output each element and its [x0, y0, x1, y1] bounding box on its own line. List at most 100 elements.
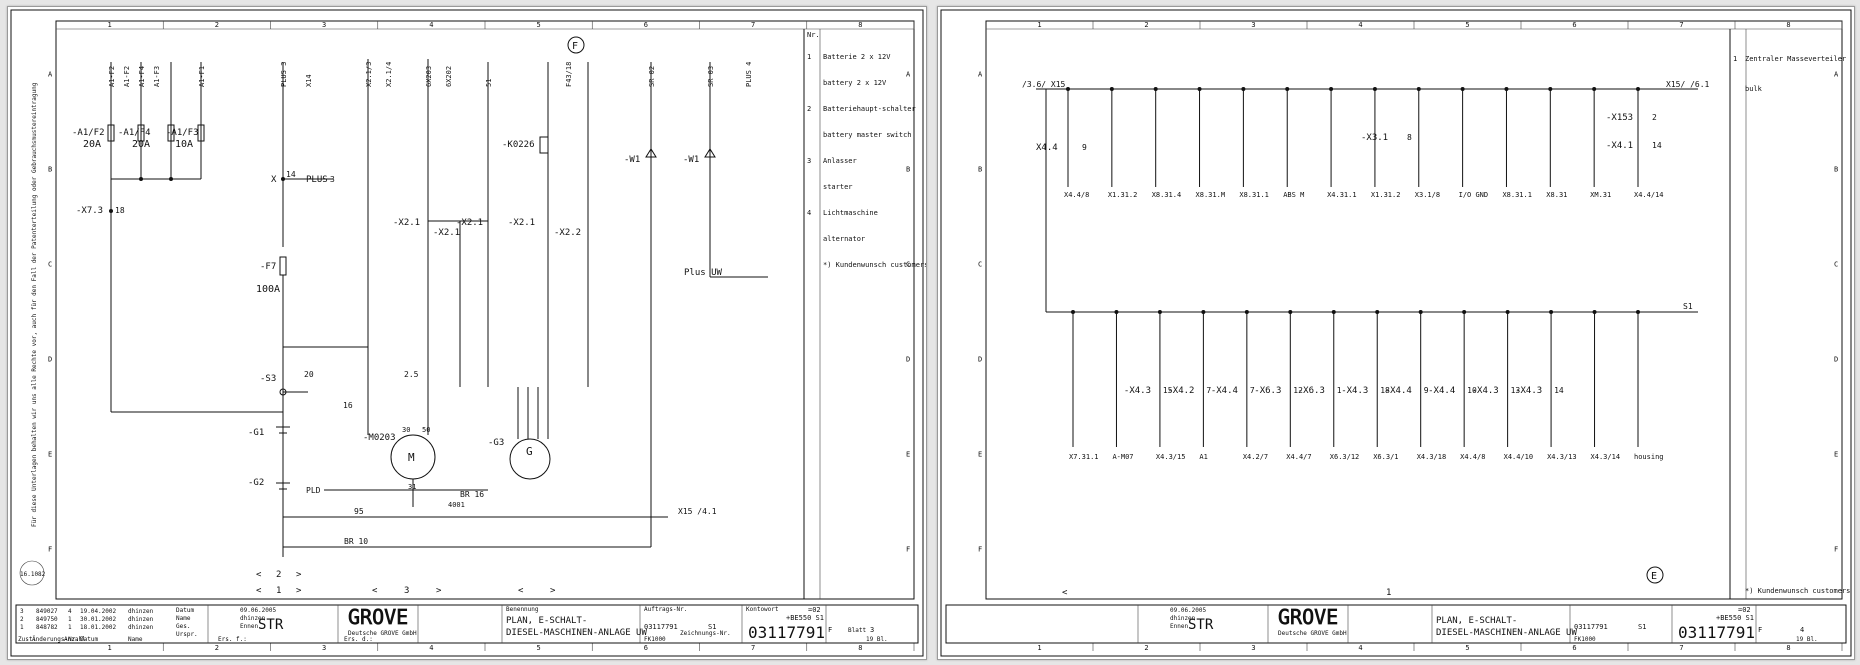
- benennung-label: Benennung: [506, 606, 539, 613]
- company-name: Deutsche GROVE GmbH: [348, 630, 417, 637]
- row-letter: B: [48, 166, 52, 174]
- fuse-a1-f3: [167, 124, 175, 142]
- wire-tag: 6X202: [445, 66, 453, 87]
- column-number-bottom: 4: [1358, 644, 1362, 652]
- page-nav-marker: 2: [276, 570, 281, 580]
- row-letter: C: [978, 261, 982, 269]
- row-letter: A: [48, 71, 53, 79]
- page-nav-marker[interactable]: >: [296, 570, 302, 580]
- row-letter: F: [978, 546, 982, 554]
- column-number-bottom: 5: [1465, 644, 1469, 652]
- revision-cell: 849027: [36, 608, 58, 615]
- wire-tag: X2.1/3: [365, 62, 373, 87]
- wire-tag: A1-F1: [198, 66, 206, 87]
- wire-tag: X14: [305, 74, 313, 87]
- revision-cell: 1: [20, 624, 24, 631]
- column-number: 2: [215, 21, 219, 29]
- row-letter: D: [978, 356, 982, 364]
- connector-pin: 7: [1250, 386, 1255, 395]
- column-number: 8: [1786, 21, 1790, 29]
- terminal-plus-pin: 3: [330, 175, 335, 184]
- company-name: Deutsche GROVE GmbH: [1278, 630, 1347, 637]
- revision-cell: 1: [68, 624, 72, 631]
- fk-code: FK1000: [644, 636, 666, 643]
- drawing-date: 09.06.2005: [1170, 607, 1207, 614]
- outer-frame: [940, 9, 1852, 657]
- terminal-plus-uw: Plus UW: [684, 268, 723, 278]
- connector-label: -X6.3: [1254, 386, 1281, 396]
- terminal-x2-1-c: -X2.1: [456, 218, 483, 228]
- column-number: 2: [1144, 21, 1148, 29]
- bus-s1: S1: [1683, 302, 1693, 311]
- column-number: 3: [322, 21, 326, 29]
- sheet-total: 19 Bl.: [866, 636, 888, 643]
- page-nav-marker[interactable]: >: [436, 586, 442, 596]
- terminal-x-pin: 14: [286, 170, 296, 179]
- legend-text: battery master switch: [823, 131, 912, 139]
- sheet-number: 4: [1800, 626, 1804, 634]
- alternator-symbol: G: [526, 445, 533, 458]
- column-number-bottom: 7: [751, 644, 755, 652]
- revision-cell: 30.01.2002: [80, 616, 117, 623]
- row-letter: E: [978, 451, 982, 459]
- page-nav-marker[interactable]: <: [518, 586, 524, 596]
- ges-label: Ges.: [176, 623, 190, 630]
- fuse-value-f2: 20A: [83, 139, 101, 150]
- legend-text: Anlasser: [823, 157, 857, 165]
- revision-header: Zust.: [18, 636, 36, 643]
- fuse-label-f2: -A1/F2: [72, 128, 105, 138]
- inner-frame: [985, 20, 1843, 600]
- drawing-number: 03117791: [1678, 623, 1755, 642]
- column-number: 6: [1572, 21, 1576, 29]
- row-letter-right: F: [906, 546, 910, 554]
- terminal-x7-3: -X7.3: [76, 206, 103, 216]
- page-nav-marker[interactable]: <: [256, 570, 262, 580]
- diode-label-w1-a: -W1: [624, 155, 640, 165]
- page-nav-marker[interactable]: >: [550, 586, 556, 596]
- title-block-frame: [15, 604, 919, 644]
- column-number: 3: [1251, 21, 1255, 29]
- wire-tag: A1-F4: [138, 66, 146, 87]
- tap-label-bottom: X7.31.1: [1069, 453, 1099, 461]
- motor-m0203: -M0203: [363, 433, 396, 443]
- tap-label-bottom: A-M07: [1112, 453, 1133, 461]
- drawing-title-1: PLAN, E-SCHALT-: [1436, 616, 1517, 626]
- diode-w1-a: [645, 148, 657, 158]
- wire-tag: X2.1/4: [385, 62, 393, 87]
- page-nav-marker[interactable]: <: [256, 586, 262, 596]
- legend-number: 1: [1733, 55, 1737, 63]
- page-nav-prev[interactable]: <: [1062, 588, 1068, 598]
- terminal-x2-2: -X2.2: [554, 228, 581, 238]
- revision-header: Datum: [80, 636, 98, 643]
- revision-cell: 848782: [36, 624, 58, 631]
- row-letter-right: E: [1834, 451, 1838, 459]
- tap-label-bottom: X4.2/7: [1243, 453, 1268, 461]
- page-nav-marker[interactable]: >: [296, 586, 302, 596]
- diode-label-w1-b: -W1: [683, 155, 699, 165]
- legend-text: Lichtmaschine: [823, 209, 878, 217]
- fuse-a1-f1: [197, 124, 205, 142]
- copyright-margin-note: Für diese Unterlagen behalten wir uns al…: [31, 82, 38, 527]
- fuse-a1-f4: [137, 124, 145, 142]
- tap-label-bottom: X4.4/7: [1286, 453, 1311, 461]
- bus-ref-right: X15/ /6.1: [1666, 80, 1710, 89]
- ersd-label: Ers. d.:: [344, 636, 373, 643]
- terminal-plus: PLUS: [306, 175, 328, 185]
- alternator: [509, 438, 551, 480]
- konto-label: Kontowort: [746, 606, 779, 613]
- wire-br10: BR 10: [344, 537, 368, 546]
- ref-x15: X15 /4.1: [678, 507, 717, 516]
- page-nav-marker[interactable]: <: [372, 586, 378, 596]
- row-letter: D: [48, 356, 52, 364]
- fuse-group: -A1/F2 20A -A1/F4 20A -A1/F3 10A: [72, 62, 205, 181]
- fuse-value-f3: 10A: [175, 139, 193, 150]
- title-block-frame: [945, 604, 1847, 644]
- norm-label: Urspr.: [176, 631, 198, 638]
- terminal-x2-1-d: -X2.1: [508, 218, 535, 228]
- revision-header: Änderungs-Nr.: [32, 636, 79, 643]
- drawing-checker: Ennen: [1170, 623, 1188, 630]
- revision-cell: 3: [20, 608, 24, 615]
- connector-pin: 12: [1293, 386, 1303, 395]
- row-letter: C: [48, 261, 52, 269]
